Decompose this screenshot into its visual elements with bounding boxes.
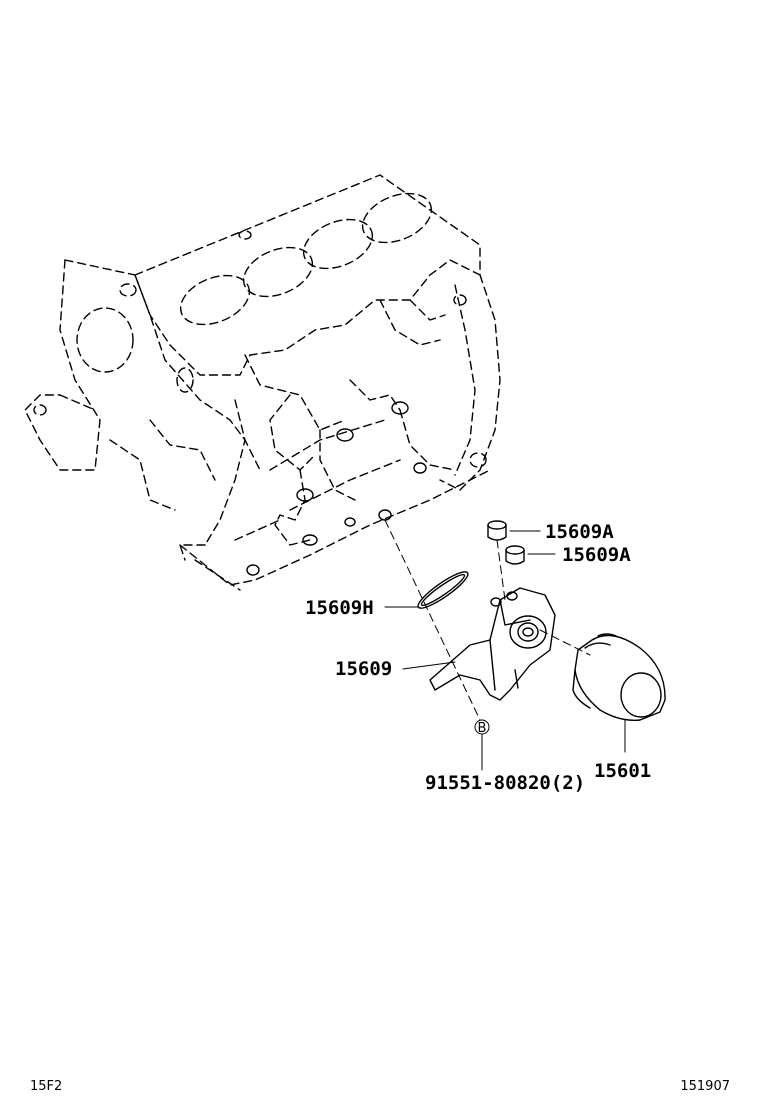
footer-right-code: 151907 — [680, 1079, 730, 1094]
label-cap-upper: 15609A — [545, 521, 614, 543]
cap-centerline — [496, 539, 506, 601]
label-cap-lower: 15609A — [562, 544, 631, 566]
block-holes — [33, 230, 487, 468]
label-bolt: 91551-80820(2) — [425, 772, 585, 794]
engine-block — [24, 174, 501, 591]
plug-cap-upper — [487, 520, 507, 541]
label-gasket: 15609H — [305, 597, 374, 619]
label-filter: 15601 — [594, 760, 651, 782]
cylinder-bores — [179, 192, 433, 326]
footer-left-code: 15F2 — [30, 1079, 62, 1094]
plug-cap-lower — [505, 545, 525, 565]
bolt-marker-letter: B — [478, 721, 487, 736]
o-ring-gasket — [417, 571, 469, 609]
label-bracket: 15609 — [335, 658, 392, 680]
block-bosses — [246, 401, 427, 576]
leader-lines — [384, 530, 626, 771]
assembly-centerline — [384, 519, 481, 721]
filter-centerline — [539, 629, 591, 656]
oil-filter — [572, 633, 666, 721]
oil-filter-bracket — [429, 587, 556, 701]
